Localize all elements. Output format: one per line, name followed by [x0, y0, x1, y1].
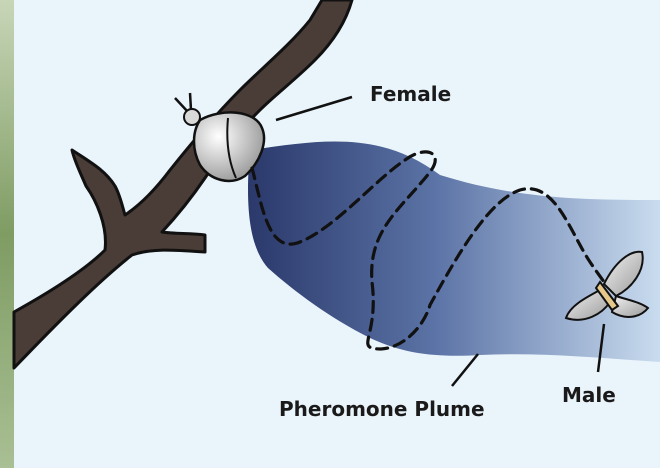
female-antenna-right: [190, 93, 191, 110]
female-label: Female: [370, 84, 451, 104]
male-label: Male: [562, 385, 616, 405]
foliage-strip: [0, 0, 14, 468]
pheromone-plume-label: Pheromone Plume: [279, 399, 485, 419]
